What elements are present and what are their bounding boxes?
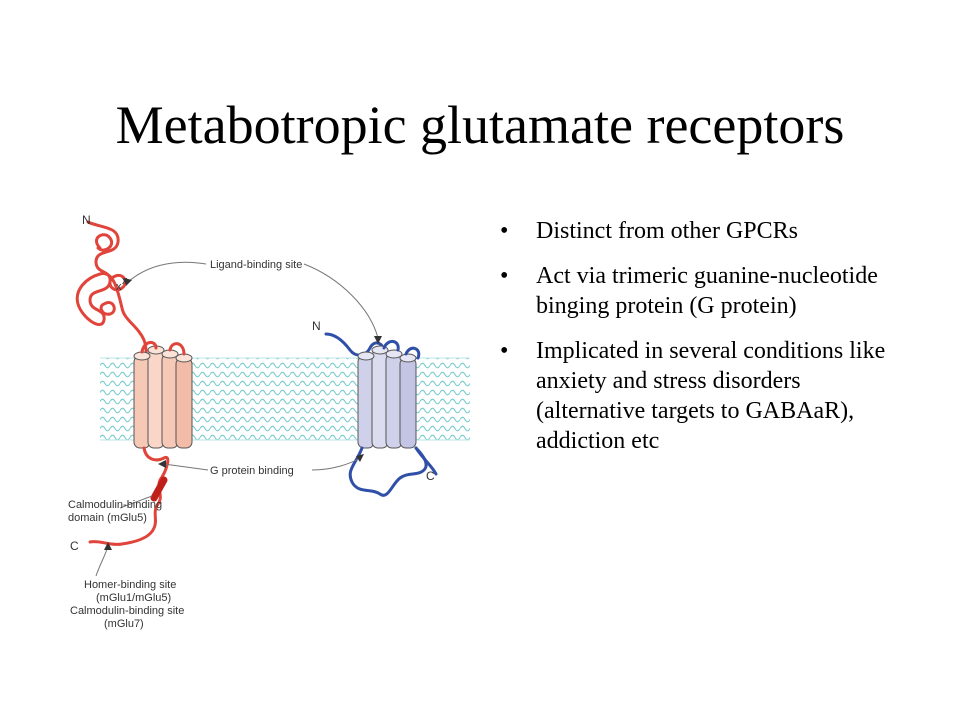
label-n-left: N [82, 213, 91, 227]
ligand-arrowhead-right [374, 336, 382, 344]
label-homer-1: Homer-binding site [84, 579, 176, 591]
homer-pointer [95, 545, 109, 577]
bullet-text: Act via trimeric guanine-nucleotide bing… [536, 263, 878, 319]
bullet-marker: • [500, 338, 509, 364]
red-top-loops [140, 341, 186, 356]
red-loop-cluster [95, 233, 127, 316]
mglur-diagram-svg: N x x Ligand-binding site N G protein bi… [68, 213, 470, 630]
left-helix-bundle [133, 345, 193, 449]
gprotein-arrowhead-left [158, 460, 166, 468]
red-intracellular-chain [88, 446, 170, 546]
red-extracellular-chain [75, 220, 152, 366]
blue-top-loops [382, 340, 421, 360]
gprotein-arrowhead-right [356, 454, 364, 462]
label-x-mark-2: x [122, 275, 128, 287]
label-x-mark-1: x [116, 281, 122, 293]
ligand-arrowhead-left [124, 278, 132, 286]
homer-arrowhead [104, 542, 112, 550]
label-homer-2: (mGlu1/mGlu5) [96, 592, 171, 604]
label-g-protein-binding: G protein binding [210, 465, 294, 477]
bullet-text: Distinct from other GPCRs [536, 218, 798, 244]
mglur-diagram: N x x Ligand-binding site N G protein bi… [60, 208, 472, 640]
bullet-list: • Distinct from other GPCRs • Act via tr… [496, 216, 896, 471]
slide-title: Metabotropic glutamate receptors [115, 95, 845, 155]
gprotein-pointer-left [163, 463, 209, 471]
label-calmodulin-domain-1: Calmodulin-binding [68, 499, 162, 511]
right-helix-bundle [357, 345, 417, 449]
calmodulin-pointer [119, 495, 153, 509]
label-homer-3: Calmodulin-binding site [70, 605, 184, 617]
blue-c-terminal [414, 446, 438, 476]
bullet-item: • Implicated in several conditions like … [496, 336, 896, 456]
ligand-pointer-left [127, 261, 207, 283]
label-homer-4: (mGlu7) [104, 618, 144, 630]
label-n-right: N [312, 319, 321, 333]
label-c-right: C [426, 469, 435, 483]
bullet-marker: • [500, 263, 509, 289]
gprotein-pointer-right [311, 457, 361, 471]
label-calmodulin-domain-2: domain (mGlu5) [68, 512, 147, 524]
label-ligand-binding-site: Ligand-binding site [210, 259, 302, 271]
bullet-marker: • [500, 218, 509, 244]
bullet-text: Implicated in several conditions like an… [536, 338, 886, 454]
label-c-left: C [70, 539, 79, 553]
bullet-item: • Distinct from other GPCRs [496, 216, 896, 246]
calmodulin-segment [150, 476, 168, 502]
ligand-pointer-right [303, 263, 379, 339]
blue-intracellular-chain [348, 446, 428, 497]
bullet-item: • Act via trimeric guanine-nucleotide bi… [496, 261, 896, 321]
